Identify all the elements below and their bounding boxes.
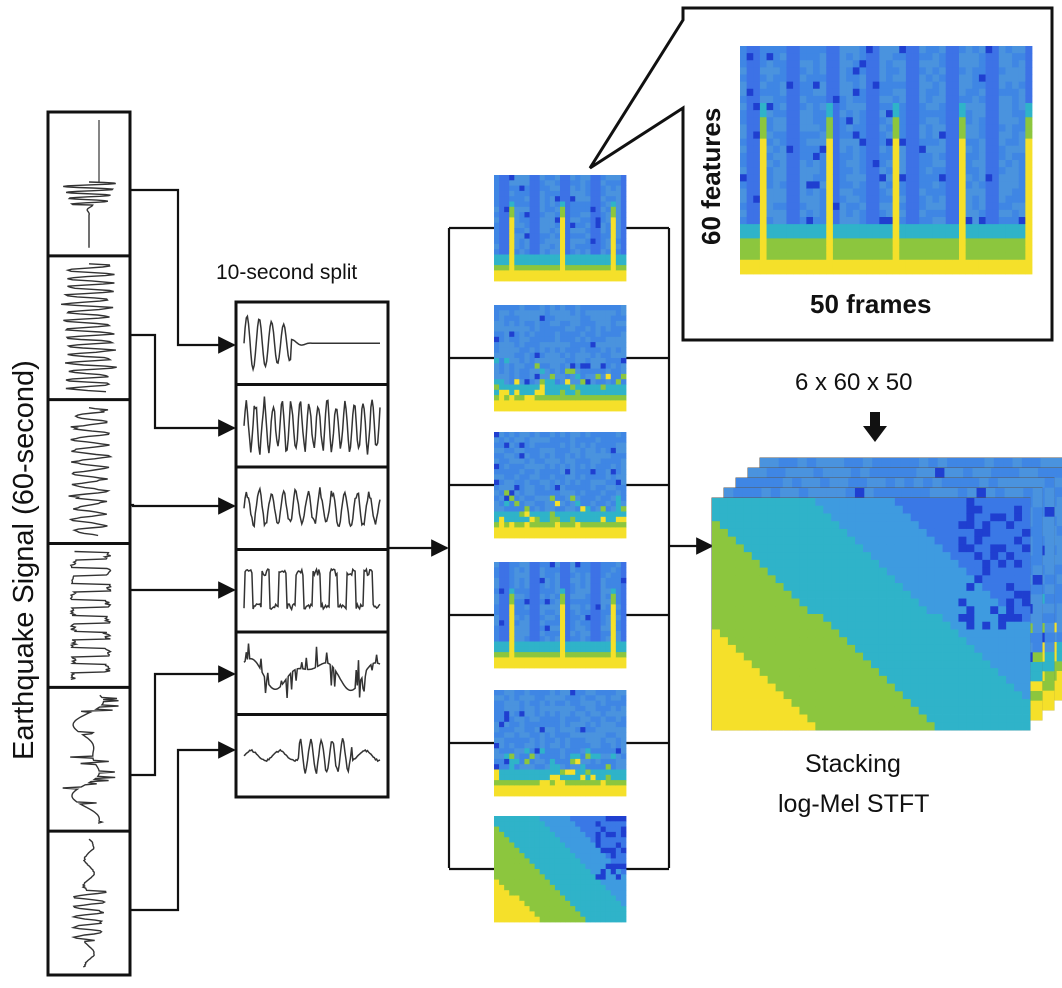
spectrogram xyxy=(494,175,627,282)
split-waveform xyxy=(243,314,380,373)
spectrogram-stack xyxy=(711,457,1062,731)
zoom-callout xyxy=(588,6,1054,342)
spectrogram-column xyxy=(447,175,714,923)
split-waveform xyxy=(243,396,381,455)
stacking-label: Stacking xyxy=(805,750,901,778)
spectrogram xyxy=(494,432,627,539)
split-column xyxy=(234,300,390,799)
logmel-label: log-Mel STFT xyxy=(778,790,929,818)
spectrogram xyxy=(494,816,627,923)
signal-axis-label: Earthquake Signal (60-second) xyxy=(8,360,40,760)
signal-to-split-connector xyxy=(130,333,236,437)
split-label: 10-second split xyxy=(216,261,357,284)
split-waveform xyxy=(243,643,381,699)
spectrogram xyxy=(712,498,1031,731)
signal-segment-waveform xyxy=(61,263,117,393)
spectrogram xyxy=(494,690,627,797)
down-arrow-icon xyxy=(863,412,887,442)
signal-segment-waveform xyxy=(62,694,119,824)
spectrogram xyxy=(740,46,1033,275)
connectors xyxy=(130,188,449,912)
signal-segment-waveform xyxy=(70,838,107,968)
signal-to-split-connector xyxy=(130,665,236,777)
split-waveform xyxy=(243,737,381,775)
signal-to-split-connector xyxy=(130,741,236,912)
shape-label: 6 x 60 x 50 xyxy=(795,369,912,396)
split-waveform xyxy=(243,486,381,529)
signal-to-split-connector xyxy=(130,188,236,354)
spectrogram xyxy=(494,305,627,412)
signal-column xyxy=(46,110,132,977)
signal-to-split-connector xyxy=(130,497,236,515)
signal-segment-waveform xyxy=(68,407,113,537)
features-label: 60 features xyxy=(696,108,726,245)
signal-segment-waveform xyxy=(63,181,116,248)
frames-label: 50 frames xyxy=(810,289,931,319)
split-waveform xyxy=(243,567,381,612)
signal-segment-waveform xyxy=(69,550,112,680)
spectrogram xyxy=(494,562,627,669)
